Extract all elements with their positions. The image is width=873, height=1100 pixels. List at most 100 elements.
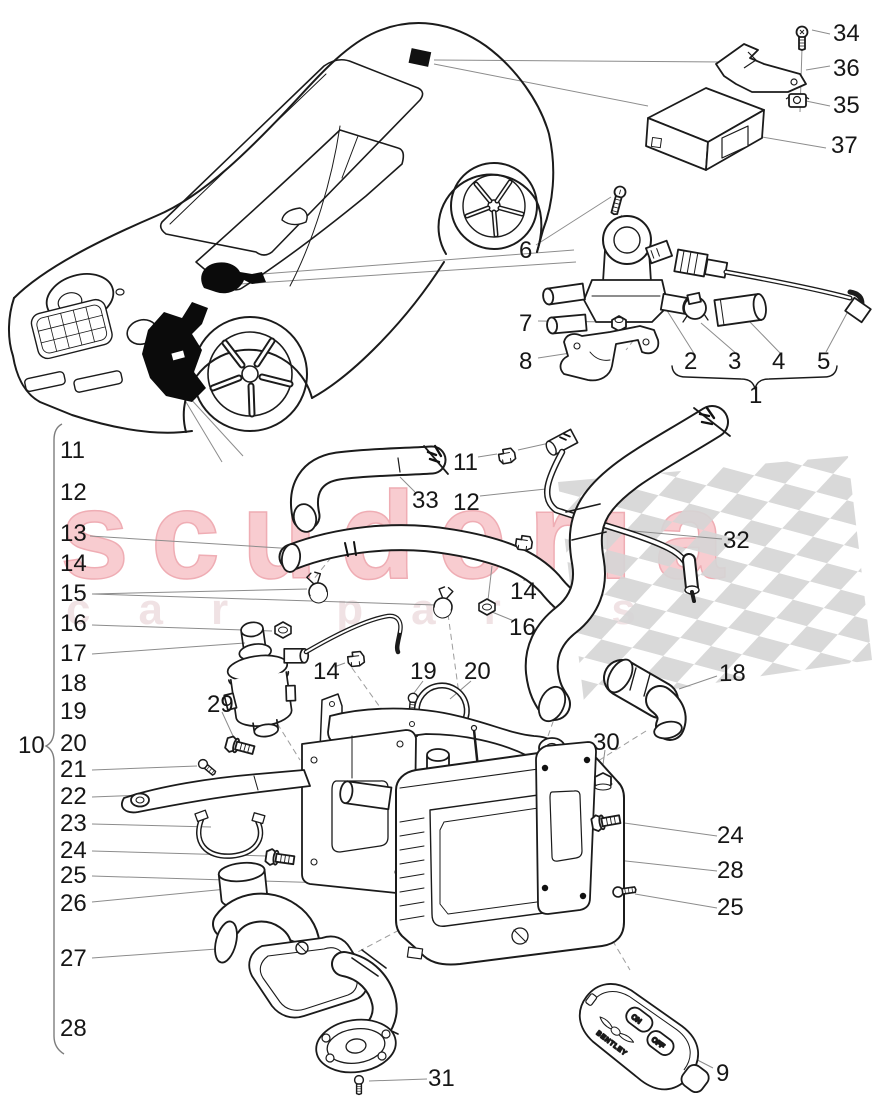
part-8-bracket xyxy=(559,325,660,382)
callout-33: 33 xyxy=(412,487,439,514)
callout-36: 36 xyxy=(833,55,860,82)
index-23: 23 xyxy=(60,810,87,837)
callout-8: 8 xyxy=(519,348,532,375)
part-6-screw xyxy=(610,185,627,216)
callout-24b: 24 xyxy=(717,822,744,849)
part-15-clamp-b xyxy=(433,586,454,619)
part-5-sensor xyxy=(673,248,872,324)
index-27: 27 xyxy=(60,945,87,972)
fob-off-button xyxy=(646,1030,675,1056)
callout-11b: 11 xyxy=(453,449,478,476)
part-14-clip-left xyxy=(346,650,366,668)
part-9-remote-fob: ON OFF BENTLEY xyxy=(578,983,710,1094)
part-flange xyxy=(315,1018,397,1074)
front-wheel xyxy=(192,316,308,432)
index-12: 12 xyxy=(60,479,87,506)
part-lower-arm xyxy=(121,769,311,814)
callout-28b: 28 xyxy=(717,857,744,884)
bentley-wings-icon xyxy=(599,1016,635,1043)
index-19: 19 xyxy=(60,698,87,725)
index-26: 26 xyxy=(60,890,87,917)
roof-antenna-marker xyxy=(408,48,432,67)
callout-12b: 12 xyxy=(453,489,480,516)
part-11-clip xyxy=(497,447,517,465)
callout-7: 7 xyxy=(519,310,532,337)
part-7-nut xyxy=(611,315,627,332)
index-13: 13 xyxy=(60,520,87,547)
part-25-screw xyxy=(612,886,637,898)
part-16-nut-left xyxy=(274,621,292,639)
callout-14c: 14 xyxy=(313,658,340,685)
part-37-control-module xyxy=(645,87,765,171)
part-3-clamp xyxy=(682,291,709,323)
index-20: 20 xyxy=(60,730,87,757)
index-15: 15 xyxy=(60,580,87,607)
car-illustration xyxy=(8,22,555,434)
callout-1: 1 xyxy=(749,382,762,409)
index-16: 16 xyxy=(60,610,87,637)
index-25: 25 xyxy=(60,862,87,889)
part-28-plate xyxy=(535,741,597,915)
part-35-clip-nut xyxy=(785,93,810,108)
part-32-hose xyxy=(524,405,731,723)
part-17-water-pump xyxy=(223,621,310,738)
index-bracket xyxy=(44,423,65,1055)
callout-16b: 16 xyxy=(509,614,536,641)
part-30-nut xyxy=(594,772,612,791)
part-4-cylinder xyxy=(713,293,767,327)
callout-2: 2 xyxy=(684,348,697,375)
rear-wheel xyxy=(450,162,538,250)
hose-parts-group xyxy=(223,405,731,741)
index-14: 14 xyxy=(60,550,87,577)
callout-31: 31 xyxy=(428,1065,455,1092)
checkered-flag-watermark xyxy=(558,456,872,702)
fender-part-marker xyxy=(201,262,266,294)
exhaust-assembly-group xyxy=(212,892,399,1096)
part-23-strap xyxy=(194,809,266,859)
part-29-bolt xyxy=(224,735,256,755)
callout-32: 32 xyxy=(723,527,750,554)
index-21: 21 xyxy=(60,756,87,783)
bumper-part-marker xyxy=(142,302,208,402)
callout-18b: 18 xyxy=(719,660,746,687)
index-22: 22 xyxy=(60,783,87,810)
part-24-bolt-left xyxy=(264,848,296,866)
part-16-nut-right xyxy=(478,598,496,616)
part-18-silencer xyxy=(603,658,687,741)
part-12-pipe xyxy=(544,428,700,603)
part-21-screw xyxy=(197,758,217,776)
part-valve-body xyxy=(542,215,694,335)
callout-20b: 20 xyxy=(464,658,491,685)
index-24: 24 xyxy=(60,837,87,864)
callout-30: 30 xyxy=(593,729,620,756)
callout-3: 3 xyxy=(728,348,741,375)
heater-group xyxy=(121,693,637,966)
callout-6: 6 xyxy=(519,237,532,264)
index-28: 28 xyxy=(60,1015,87,1042)
part-34-screw xyxy=(795,25,809,51)
part-31-screw xyxy=(353,1074,365,1096)
part-14-clip-right xyxy=(514,534,534,552)
callout-10: 10 xyxy=(18,732,45,759)
callout-34: 34 xyxy=(833,20,860,47)
callout-5: 5 xyxy=(817,348,830,375)
group-1-brace xyxy=(671,365,838,390)
callout-35: 35 xyxy=(833,92,860,119)
control-module-group xyxy=(645,25,810,171)
index-17: 17 xyxy=(60,640,87,667)
callout-37: 37 xyxy=(831,132,858,159)
callout-25b: 25 xyxy=(717,894,744,921)
callout-4: 4 xyxy=(772,348,785,375)
callout-9: 9 xyxy=(716,1060,729,1087)
callout-labels: 34 36 35 37 6 7 8 2 3 4 5 1 10 11 12 13 … xyxy=(18,20,860,1092)
part-36-bracket xyxy=(715,43,807,93)
valve-assembly-group xyxy=(542,185,872,390)
callout-29: 29 xyxy=(207,691,234,718)
fob-on-button xyxy=(625,1006,654,1033)
part-33-hose xyxy=(290,444,449,533)
part-24-bolt-right xyxy=(590,814,622,832)
callout-19b: 19 xyxy=(410,658,437,685)
callout-14b: 14 xyxy=(510,578,537,605)
